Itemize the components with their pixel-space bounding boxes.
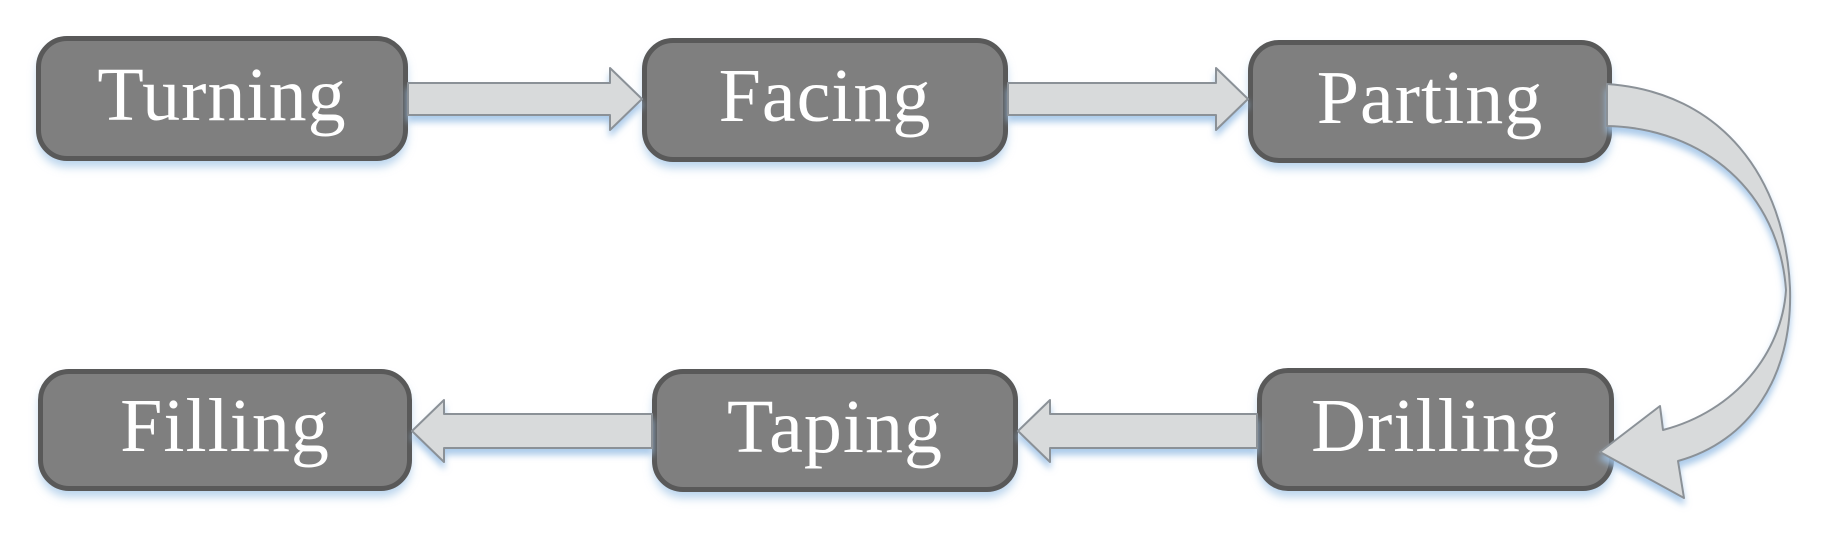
- node-turning: Turning: [36, 36, 408, 161]
- arrow-drilling-to-taping: [1017, 399, 1258, 463]
- node-taping-label: Taping: [727, 384, 943, 469]
- node-turning-label: Turning: [97, 52, 347, 137]
- node-parting: Parting: [1248, 40, 1612, 163]
- arrow-facing-to-parting: [1007, 67, 1249, 131]
- node-facing-label: Facing: [718, 54, 932, 138]
- node-taping: Taping: [652, 369, 1018, 492]
- arrow-taping-to-filling: [411, 399, 653, 463]
- node-parting-label: Parting: [1316, 55, 1544, 140]
- node-filling: Filling: [38, 369, 412, 491]
- node-drilling: Drilling: [1257, 368, 1614, 491]
- arrow-turning-to-facing: [407, 67, 643, 131]
- arrow-parting-to-drilling-curved: [1599, 83, 1792, 499]
- node-facing: Facing: [642, 38, 1008, 162]
- node-filling-label: Filling: [120, 384, 330, 468]
- node-drilling-label: Drilling: [1311, 383, 1560, 468]
